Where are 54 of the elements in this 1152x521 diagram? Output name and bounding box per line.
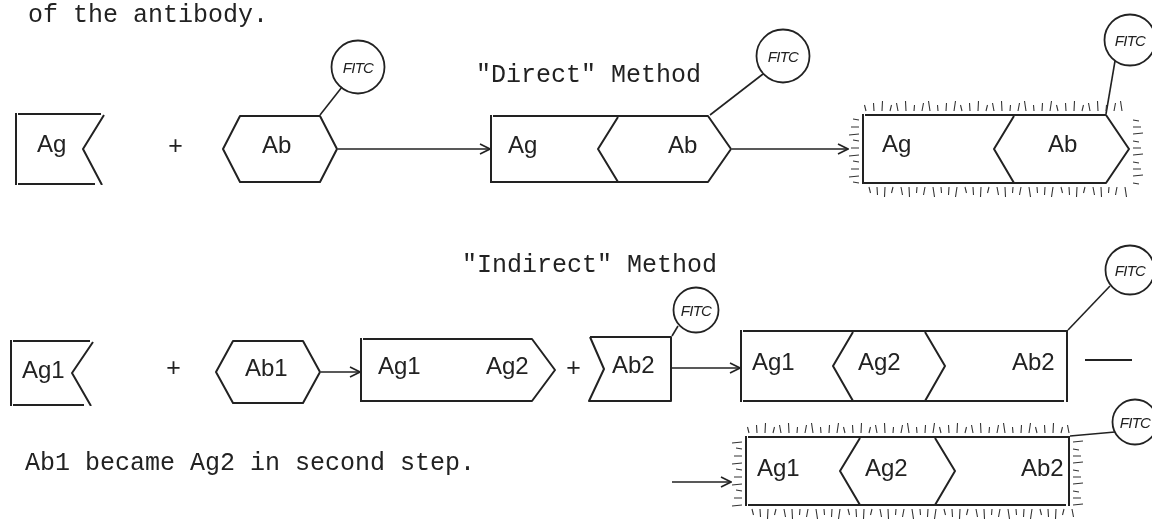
label-circle (755, 28, 811, 84)
note-text: of the antibody. (28, 0, 269, 32)
complex-shape (490, 115, 732, 183)
shape-label: Ag (508, 133, 538, 157)
reaction-arrow (671, 476, 732, 488)
notched-antigen-shape (10, 340, 94, 406)
caption-text: "Direct" Method (476, 60, 702, 92)
chevron-antibody-shape (588, 336, 672, 402)
shape-label: Ab2 (1021, 456, 1064, 480)
hexagon-antibody-shape (215, 340, 321, 404)
hexagon-antibody-shape (222, 115, 338, 183)
shape-label: Ag (882, 132, 912, 156)
fitc-label: FITC (1114, 32, 1146, 48)
fitc-label: FITC (342, 59, 374, 75)
complex-shape (360, 338, 556, 402)
shape-label: Ag2 (486, 354, 529, 378)
shape-label: Ag (37, 132, 67, 156)
label-circle (672, 286, 720, 334)
fitc-label: FITC (767, 48, 799, 64)
complex-shape (740, 330, 1068, 402)
notched-antigen-shape (15, 113, 105, 185)
reaction-arrow (320, 366, 361, 378)
connector-line (1105, 60, 1116, 115)
shape-label: Ab (668, 133, 698, 157)
shape-label: Ag2 (865, 456, 908, 480)
complex-shape (731, 422, 1084, 520)
caption-text: "Indirect" Method (462, 250, 718, 282)
shape-label: Ag1 (22, 358, 65, 382)
reaction-arrow (671, 362, 741, 374)
caption-text: + (166, 354, 181, 386)
shape-label: Ag1 (752, 350, 795, 374)
shape-label: Ab (262, 133, 292, 157)
connector-line (671, 325, 679, 337)
connector-line (319, 86, 343, 116)
fitc-label: FITC (1114, 262, 1146, 278)
shape-label: Ab2 (1012, 350, 1055, 374)
note-text: Ab1 became Ag2 in second step. (25, 448, 476, 480)
connector-line (1069, 431, 1116, 437)
shape-label: Ag2 (858, 350, 901, 374)
shape-label: Ag1 (757, 456, 800, 480)
connector-line (709, 73, 764, 116)
shape-label: Ab2 (612, 353, 655, 377)
shape-label: Ab (1048, 132, 1078, 156)
fitc-label: FITC (1119, 414, 1151, 430)
reaction-arrow (731, 143, 849, 155)
complex-shape (848, 100, 1144, 198)
shape-label: Ag1 (378, 354, 421, 378)
fitc-label: FITC (680, 302, 712, 318)
reaction-arrow (337, 143, 491, 155)
connector-line (1067, 285, 1111, 331)
label-circle (330, 39, 386, 95)
caption-text: + (168, 132, 183, 164)
caption-text: + (566, 354, 581, 386)
shape-label: Ab1 (245, 356, 288, 380)
